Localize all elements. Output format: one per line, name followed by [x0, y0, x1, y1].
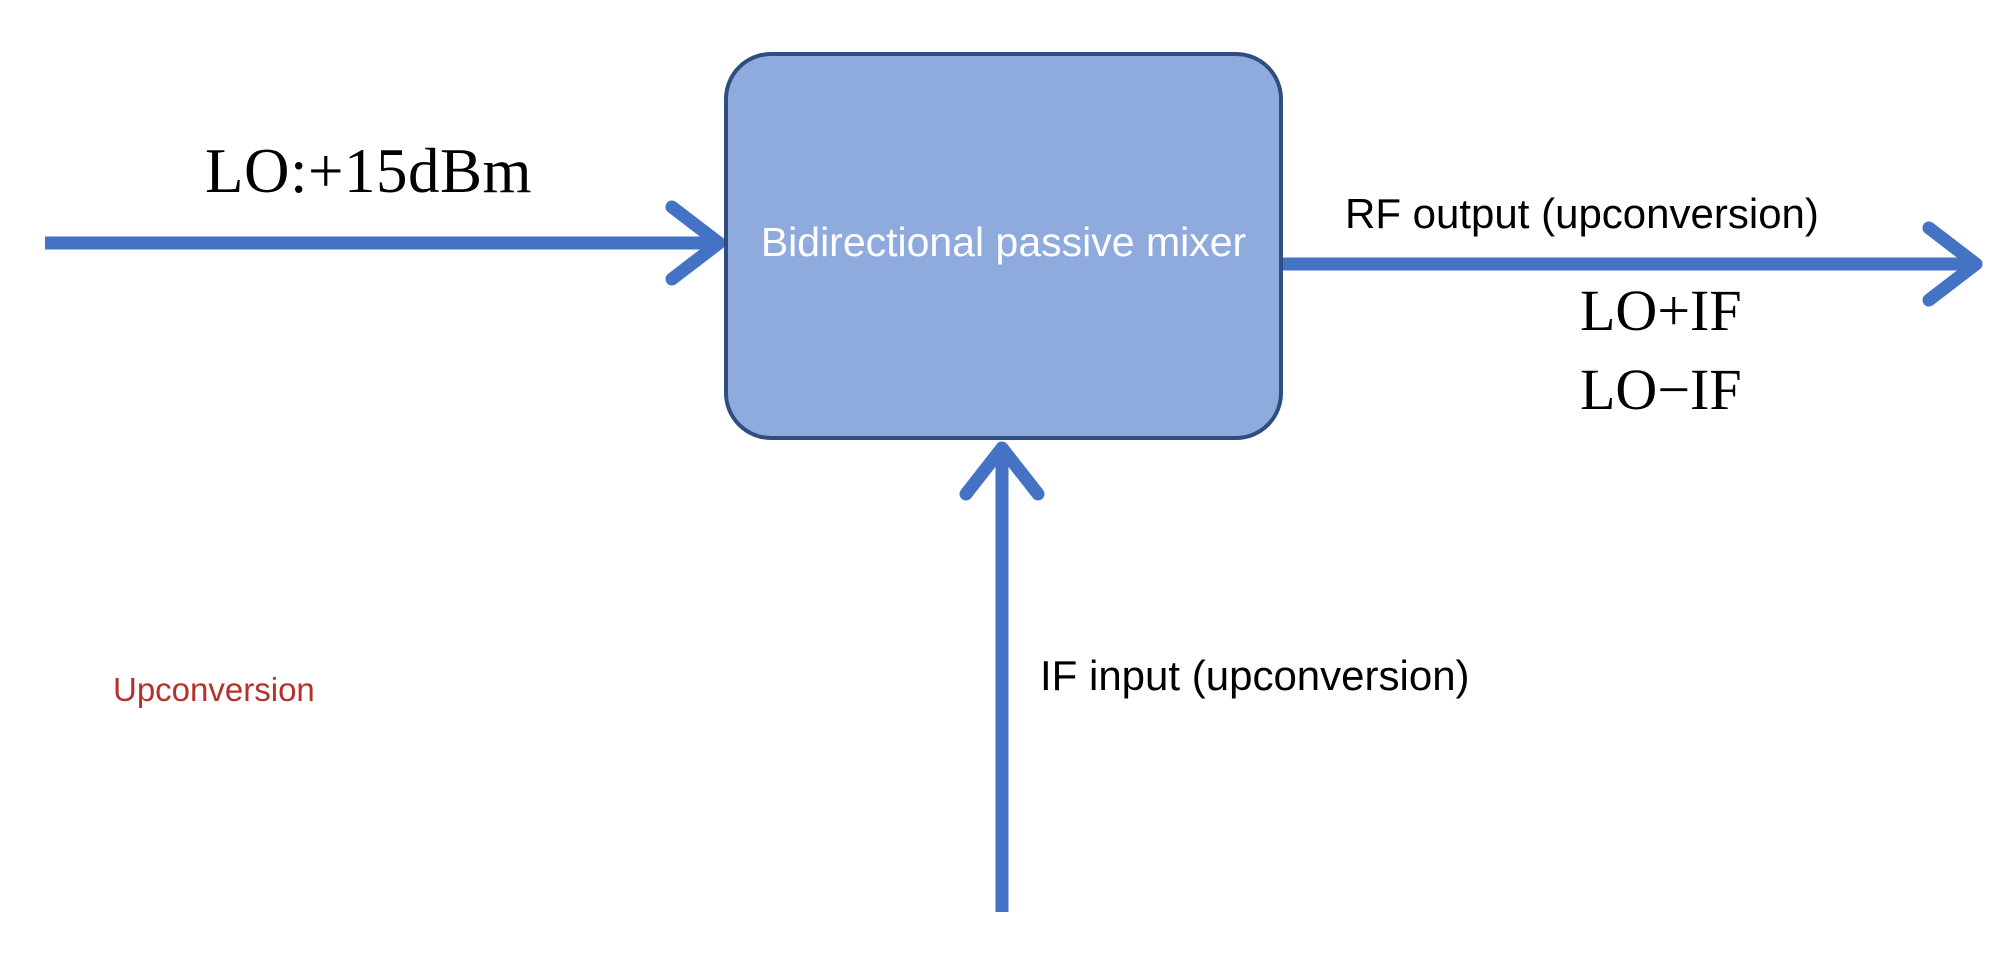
mixer-block — [724, 52, 1283, 440]
if-input-arrow — [959, 441, 1045, 912]
mixer-block-label: Bidirectional passive mixer — [760, 219, 1247, 265]
rf-output-label: RF output (upconversion) — [1345, 190, 1819, 237]
upconversion-mode-annotation: Upconversion — [113, 671, 315, 708]
lo-plus-if-label: LO+IF — [1580, 278, 1742, 343]
lo-power-label: LO:+15dBm — [205, 136, 533, 206]
rf-output-arrow — [1283, 221, 1983, 307]
lo-input-arrowhead-icon — [665, 200, 726, 286]
if-input-label: IF input (upconversion) — [1040, 652, 1470, 699]
lo-input-arrow — [45, 200, 726, 286]
mixer-block-shape — [724, 52, 1283, 440]
if-input-arrowhead-icon — [959, 441, 1045, 501]
lo-minus-if-label: LO−IF — [1580, 357, 1742, 422]
rf-output-arrowhead-icon — [1922, 221, 1983, 307]
